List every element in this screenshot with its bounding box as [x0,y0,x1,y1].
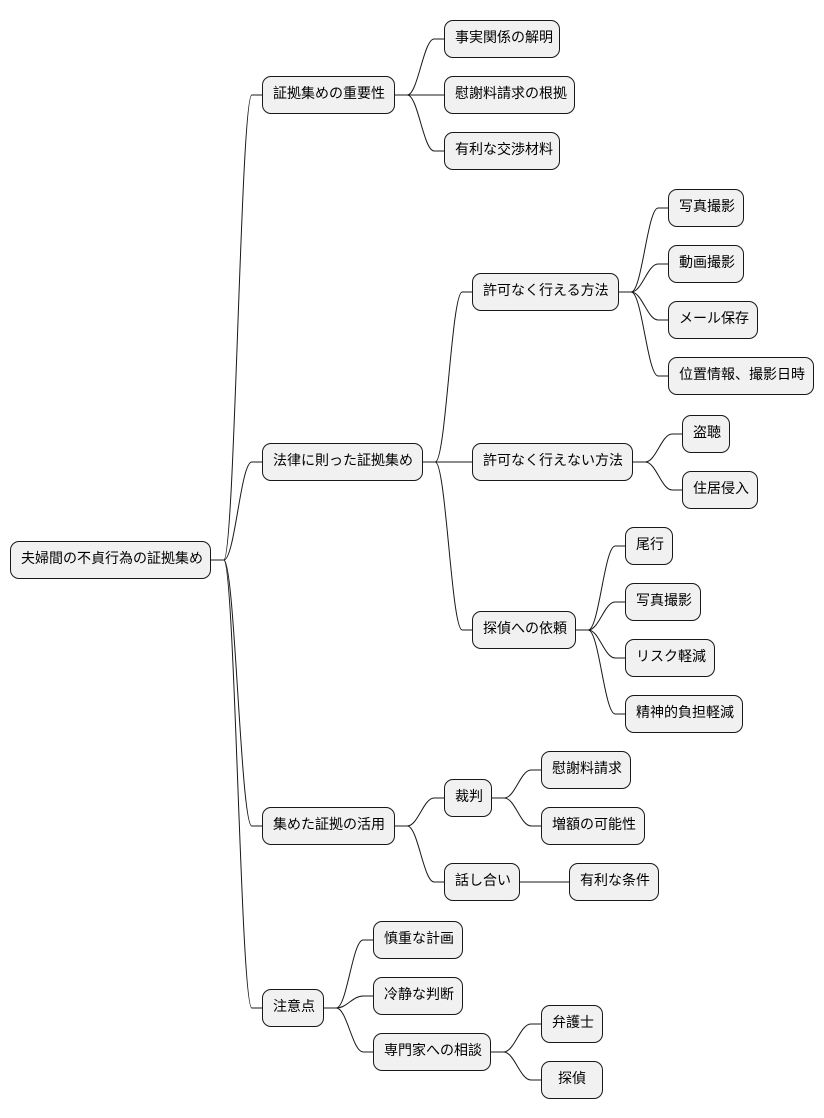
node-caution: 注意点 [262,989,324,1027]
node-allowed-1: 写真撮影 [668,189,744,227]
edge-allowed-to-allowed-4 [619,291,668,377]
node-caution-3-2: 探偵 [541,1061,603,1099]
edge-root-to-legal [211,461,262,561]
edge-detective-to-detective-4 [576,629,625,715]
edge-trial-to-trial-1 [492,769,541,799]
edge-root-to-importance [211,94,262,561]
node-legal: 法律に則った証拠集め [262,443,423,481]
node-root: 夫婦間の不貞行為の証拠集め [10,541,211,579]
node-trial: 裁判 [444,779,492,817]
edge-detective-to-detective-1 [576,545,625,631]
edge-caution-3-to-caution-3-2 [491,1051,541,1081]
node-detective-1: 尾行 [625,527,673,565]
node-imp-1: 事実関係の解明 [444,20,560,58]
node-usage: 集めた証拠の活用 [262,807,395,845]
edge-detective-to-detective-3 [576,629,625,659]
edge-root-to-usage [211,559,262,827]
edge-caution-to-caution-1 [324,939,373,1009]
node-detective-3: リスク軽減 [625,639,715,677]
edge-importance-to-imp-1 [395,38,444,96]
node-allowed: 許可なく行える方法 [472,273,619,311]
node-forbidden-2: 住居侵入 [682,471,758,509]
node-forbidden-1: 盗聴 [682,415,730,453]
node-allowed-3: メール保存 [668,301,758,339]
node-trial-1: 慰謝料請求 [541,751,631,789]
node-allowed-2: 動画撮影 [668,245,744,283]
edge-caution-to-caution-2 [324,995,373,1009]
edge-caution-3-to-caution-3-1 [491,1023,541,1053]
edge-detective-to-detective-2 [576,601,625,631]
node-imp-3: 有利な交渉材料 [444,132,560,170]
node-caution-2: 冷静な判断 [373,977,463,1015]
node-forbidden: 許可なく行えない方法 [472,443,633,481]
edge-importance-to-imp-3 [395,94,444,152]
edge-legal-to-detective [423,461,472,631]
node-imp-2: 慰謝料請求の根拠 [444,76,575,114]
node-detective-4: 精神的負担軽減 [625,695,743,733]
node-importance: 証拠集めの重要性 [262,76,395,114]
edge-legal-to-allowed [423,291,472,463]
edge-caution-to-caution-3 [324,1007,373,1053]
node-talk: 話し合い [444,863,520,901]
edge-forbidden-to-forbidden-2 [633,461,682,491]
edge-root-to-caution [211,559,262,1009]
edge-trial-to-trial-2 [492,797,541,827]
edge-usage-to-talk [395,825,444,883]
node-detective-2: 写真撮影 [625,583,701,621]
edge-allowed-to-allowed-1 [619,207,668,293]
edge-allowed-to-allowed-3 [619,291,668,321]
node-caution-3-1: 弁護士 [541,1005,603,1043]
node-trial-2: 増額の可能性 [541,807,645,845]
node-detective: 探偵への依頼 [472,611,576,649]
edge-usage-to-trial [395,797,444,827]
node-caution-1: 慎重な計画 [373,921,463,959]
edge-allowed-to-allowed-2 [619,263,668,293]
node-talk-1: 有利な条件 [569,863,659,901]
node-allowed-4: 位置情報、撮影日時 [668,357,814,395]
edge-forbidden-to-forbidden-1 [633,433,682,463]
node-caution-3: 専門家への相談 [373,1033,491,1071]
